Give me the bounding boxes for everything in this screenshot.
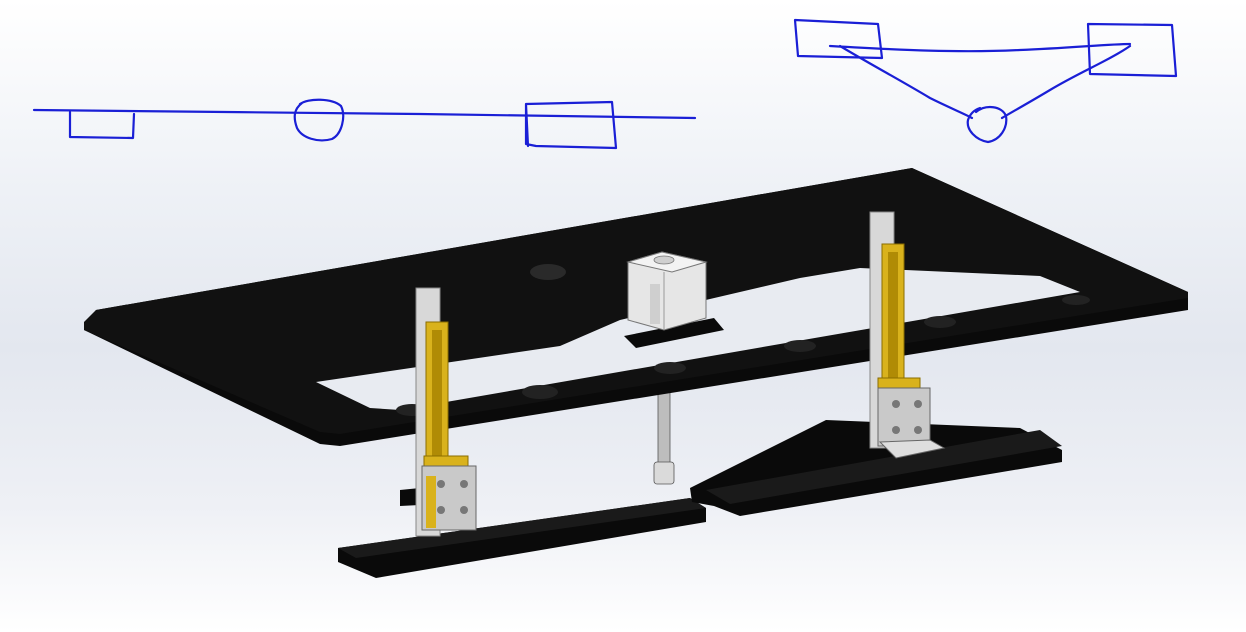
sketch-linear-layout <box>32 98 697 150</box>
left-carriage-block[interactable] <box>421 455 477 531</box>
sketch-node <box>966 106 1008 144</box>
sketch-rect-left <box>68 110 136 140</box>
motor-mount-plate[interactable] <box>624 318 724 348</box>
sketch-circle <box>293 98 345 142</box>
sketch-top-line <box>828 42 1132 53</box>
sketch-rect-b <box>1086 22 1178 78</box>
right-carriage-block[interactable] <box>877 377 946 459</box>
sketch-line <box>32 108 697 120</box>
sketch-right-diagonal <box>1000 44 1132 120</box>
bottom-right-plate[interactable] <box>690 420 1062 516</box>
bottom-left-plate[interactable] <box>338 486 706 578</box>
sketch-rect-a <box>793 18 884 60</box>
sketch-rect-right <box>524 100 618 150</box>
sketch-triangular-layout <box>793 18 1178 144</box>
stepper-motor[interactable] <box>626 251 708 331</box>
sketch-left-diagonal <box>838 44 974 120</box>
